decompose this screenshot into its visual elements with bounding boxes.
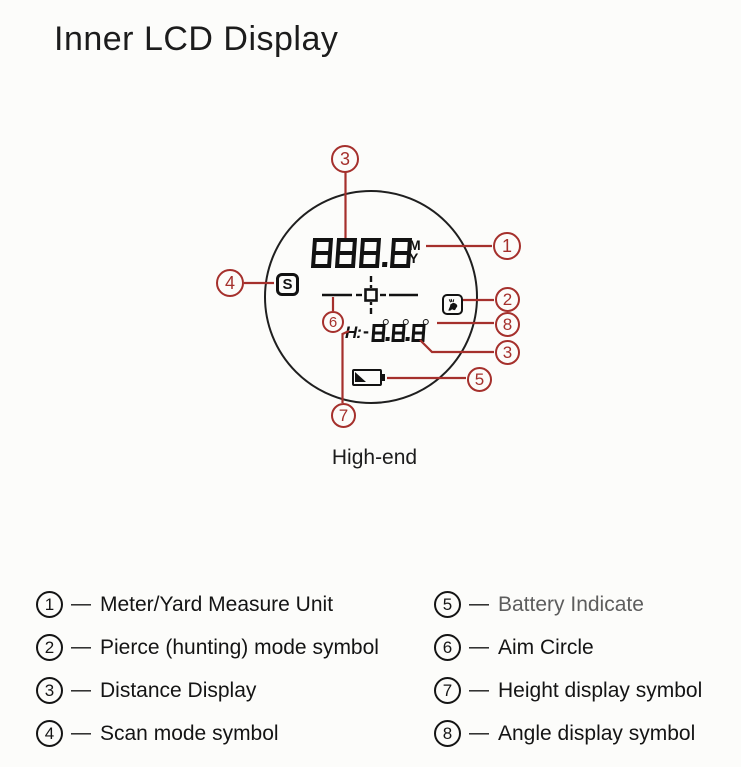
legend-item-3: 3 — Distance Display xyxy=(36,677,379,704)
callout-2: 2 xyxy=(495,287,520,312)
height-symbol: H: xyxy=(345,322,362,342)
scan-mode-icon: S xyxy=(276,273,299,296)
measure-unit-indicator: M Y xyxy=(409,237,421,266)
battery-level-fill xyxy=(355,372,366,382)
legend-label-6: Aim Circle xyxy=(498,635,594,659)
callout-1: 1 xyxy=(493,232,521,260)
legend-number-8: 8 xyxy=(434,720,461,747)
legend-number-3: 3 xyxy=(36,677,63,704)
callout-5: 5 xyxy=(467,367,492,392)
legend-dash: — xyxy=(71,593,91,615)
page-title: Inner LCD Display xyxy=(54,20,339,58)
legend-dash: — xyxy=(71,636,91,658)
legend-number-6: 6 xyxy=(434,634,461,661)
yard-unit-label: Y xyxy=(409,250,419,266)
callout-4: 4 xyxy=(216,269,244,297)
lcd-circle-outline xyxy=(264,190,478,404)
legend-number-7: 7 xyxy=(434,677,461,704)
legend-dash: — xyxy=(469,593,489,615)
legend-item-4: 4 — Scan mode symbol xyxy=(36,720,379,747)
callout-7: 7 xyxy=(331,403,356,428)
legend-right-column: 5 — Battery Indicate 6 — Aim Circle 7 — … xyxy=(434,591,702,747)
legend-dash: — xyxy=(71,679,91,701)
callout-3-right: 3 xyxy=(495,340,520,365)
meter-unit-label: M xyxy=(409,237,421,253)
legend-label-2: Pierce (hunting) mode symbol xyxy=(100,635,379,659)
battery-terminal xyxy=(381,374,385,381)
legend-dash: — xyxy=(71,722,91,744)
callout-8: 8 xyxy=(495,312,520,337)
legend-number-5: 5 xyxy=(434,591,461,618)
aim-circle-reticle xyxy=(322,276,418,314)
legend-label-4: Scan mode symbol xyxy=(100,721,279,745)
legend-number-4: 4 xyxy=(36,720,63,747)
callout-3-top: 3 xyxy=(331,145,359,173)
legend-label-7: Height display symbol xyxy=(498,678,703,702)
legend-item-8: 8 — Angle display symbol xyxy=(434,720,702,747)
legend-left-column: 1 — Meter/Yard Measure Unit 2 — Pierce (… xyxy=(36,591,379,747)
legend-dash: — xyxy=(469,722,489,744)
legend-item-5: 5 — Battery Indicate xyxy=(434,591,702,618)
legend-number-1: 1 xyxy=(36,591,63,618)
legend-label-5: Battery Indicate xyxy=(498,592,644,616)
legend-number-2: 2 xyxy=(36,634,63,661)
distance-display xyxy=(309,238,414,268)
scan-mode-letter: S xyxy=(282,276,293,293)
legend-label-8: Angle display symbol xyxy=(498,721,696,745)
legend-item-7: 7 — Height display symbol xyxy=(434,677,702,704)
minus-sign: - xyxy=(362,321,369,341)
hunting-mode-icon xyxy=(442,294,463,315)
legend-label-3: Distance Display xyxy=(100,678,257,702)
legend-item-1: 1 — Meter/Yard Measure Unit xyxy=(36,591,379,618)
deer-icon xyxy=(447,298,457,311)
legend-dash: — xyxy=(469,679,489,701)
height-angle-display: H: - xyxy=(345,321,426,344)
battery-icon xyxy=(352,369,385,386)
legend-item-6: 6 — Aim Circle xyxy=(434,634,702,661)
height-value-digits xyxy=(369,323,426,342)
model-variant-text: High-end xyxy=(331,446,418,469)
legend-item-2: 2 — Pierce (hunting) mode symbol xyxy=(36,634,379,661)
legend-label-1: Meter/Yard Measure Unit xyxy=(100,592,334,616)
callout-6: 6 xyxy=(322,311,344,333)
legend-dash: — xyxy=(469,636,489,658)
model-variant-label: High-end xyxy=(0,446,741,470)
